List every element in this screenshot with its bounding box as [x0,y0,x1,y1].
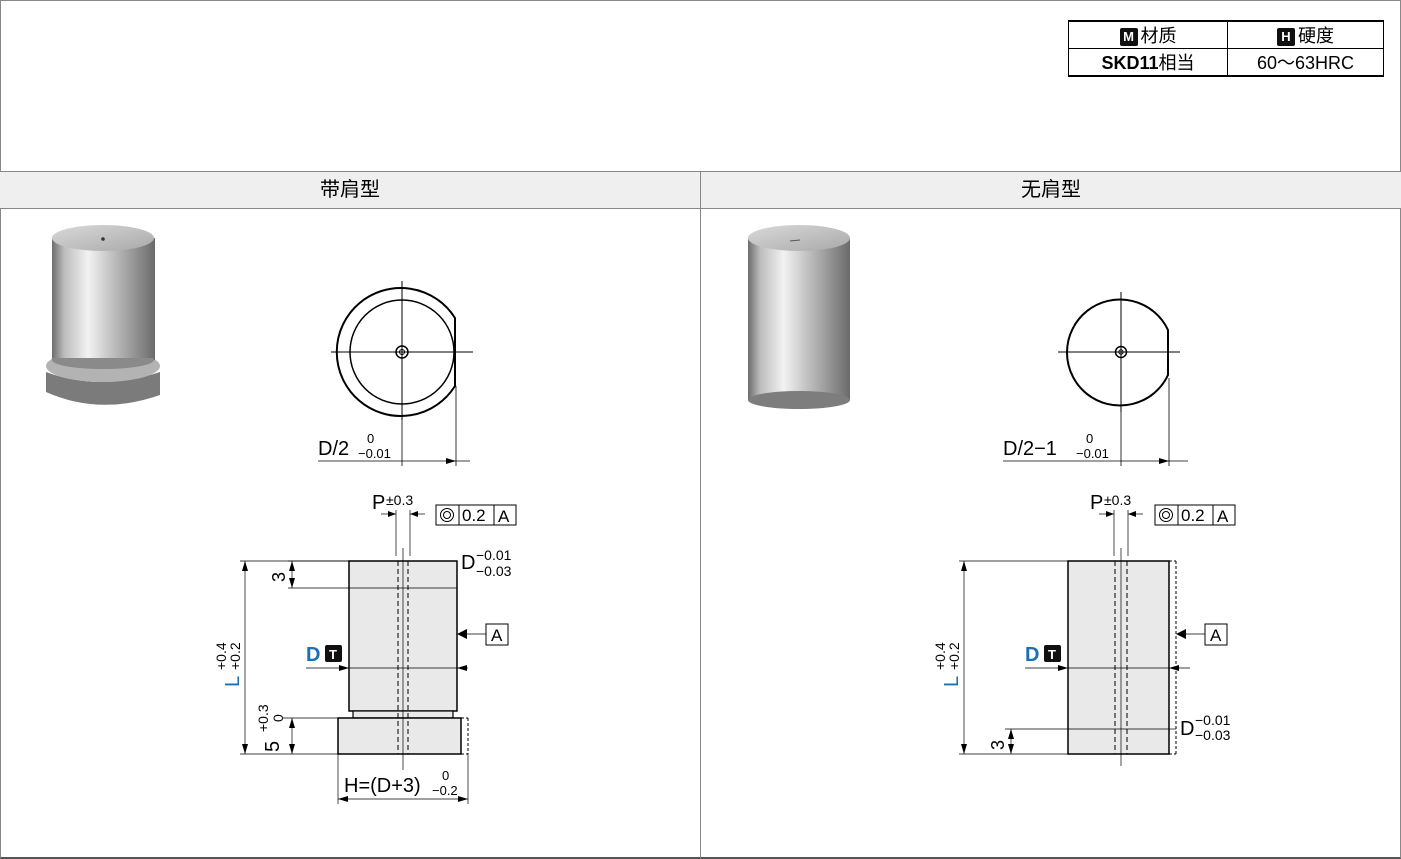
left-tol-value: 0.2 [462,506,486,525]
right-d-tol-low: −0.03 [1195,727,1231,743]
left-top-view [318,281,473,466]
right-d-label: D [1180,718,1194,740]
right-p-tol: ±0.3 [1104,492,1131,508]
right-top-dim: D/2−1 [1003,438,1057,460]
right-datum-a: A [1210,626,1222,645]
right-top-dim-low: −0.01 [1076,446,1109,461]
right-l-tol-low: +0.2 [946,642,962,670]
left-dt-label: D [306,644,320,666]
right-t-badge-icon [1044,645,1061,662]
right-dt-label: D [1025,644,1039,666]
right-tol-value: 0.2 [1181,506,1205,525]
product-photo-straight [748,225,850,409]
left-l-tol-low: +0.2 [227,642,243,670]
left-h-up: 0 [442,768,449,783]
product-photo-shoulder [46,225,160,405]
material-badge-icon: M [1119,28,1138,46]
hardness-badge-icon: H [1277,28,1295,46]
left-h-low: −0.2 [432,783,458,798]
left-t-badge: T [329,647,337,662]
left-datum-ref: A [498,507,510,526]
left-dim-5-low: 0 [270,714,286,722]
left-side-view [240,504,517,804]
left-l-tol-up: +0.4 [213,642,229,670]
left-t-badge-icon [325,645,342,662]
section-divider [700,171,701,858]
left-p-label: P [372,492,385,514]
left-d-label: D [461,552,475,574]
right-dim-3: 3 [988,740,1008,750]
material-header: 材质 [1140,26,1177,46]
left-datum-a: A [491,626,503,645]
right-d-tol-up: −0.01 [1195,712,1231,728]
left-d-tol-low: −0.03 [476,563,512,579]
left-dim-3: 3 [269,572,289,582]
right-p-label: P [1090,492,1103,514]
right-top-dim-up: 0 [1086,431,1093,446]
right-side-view [959,504,1236,766]
left-top-dim-low: −0.01 [358,446,391,461]
left-p-tol: ±0.3 [386,492,413,508]
hardness-header: 硬度 [1298,26,1334,46]
section-title-shoulder: 带肩型 [0,171,700,209]
hardness-value: 60～63HRC [1227,48,1384,77]
right-datum-ref: A [1217,507,1229,526]
left-h-dim: H=(D+3) [344,775,421,797]
material-value-suffix: 相当 [1158,53,1195,73]
right-l-tol-up: +0.4 [932,642,948,670]
left-l-label: L [222,676,244,687]
right-t-badge: T [1048,647,1056,662]
left-d-tol-up: −0.01 [476,547,512,563]
material-value-bold: SKD11 [1101,53,1159,73]
left-top-dim-up: 0 [367,431,374,446]
left-dim-5: 5 [262,741,284,752]
section-title-straight: 无肩型 [701,171,1401,209]
right-top-view [1003,292,1188,466]
left-top-dim: D/2 [318,438,349,460]
right-l-label: L [941,676,963,687]
left-dim-5-up: +0.3 [255,704,271,732]
